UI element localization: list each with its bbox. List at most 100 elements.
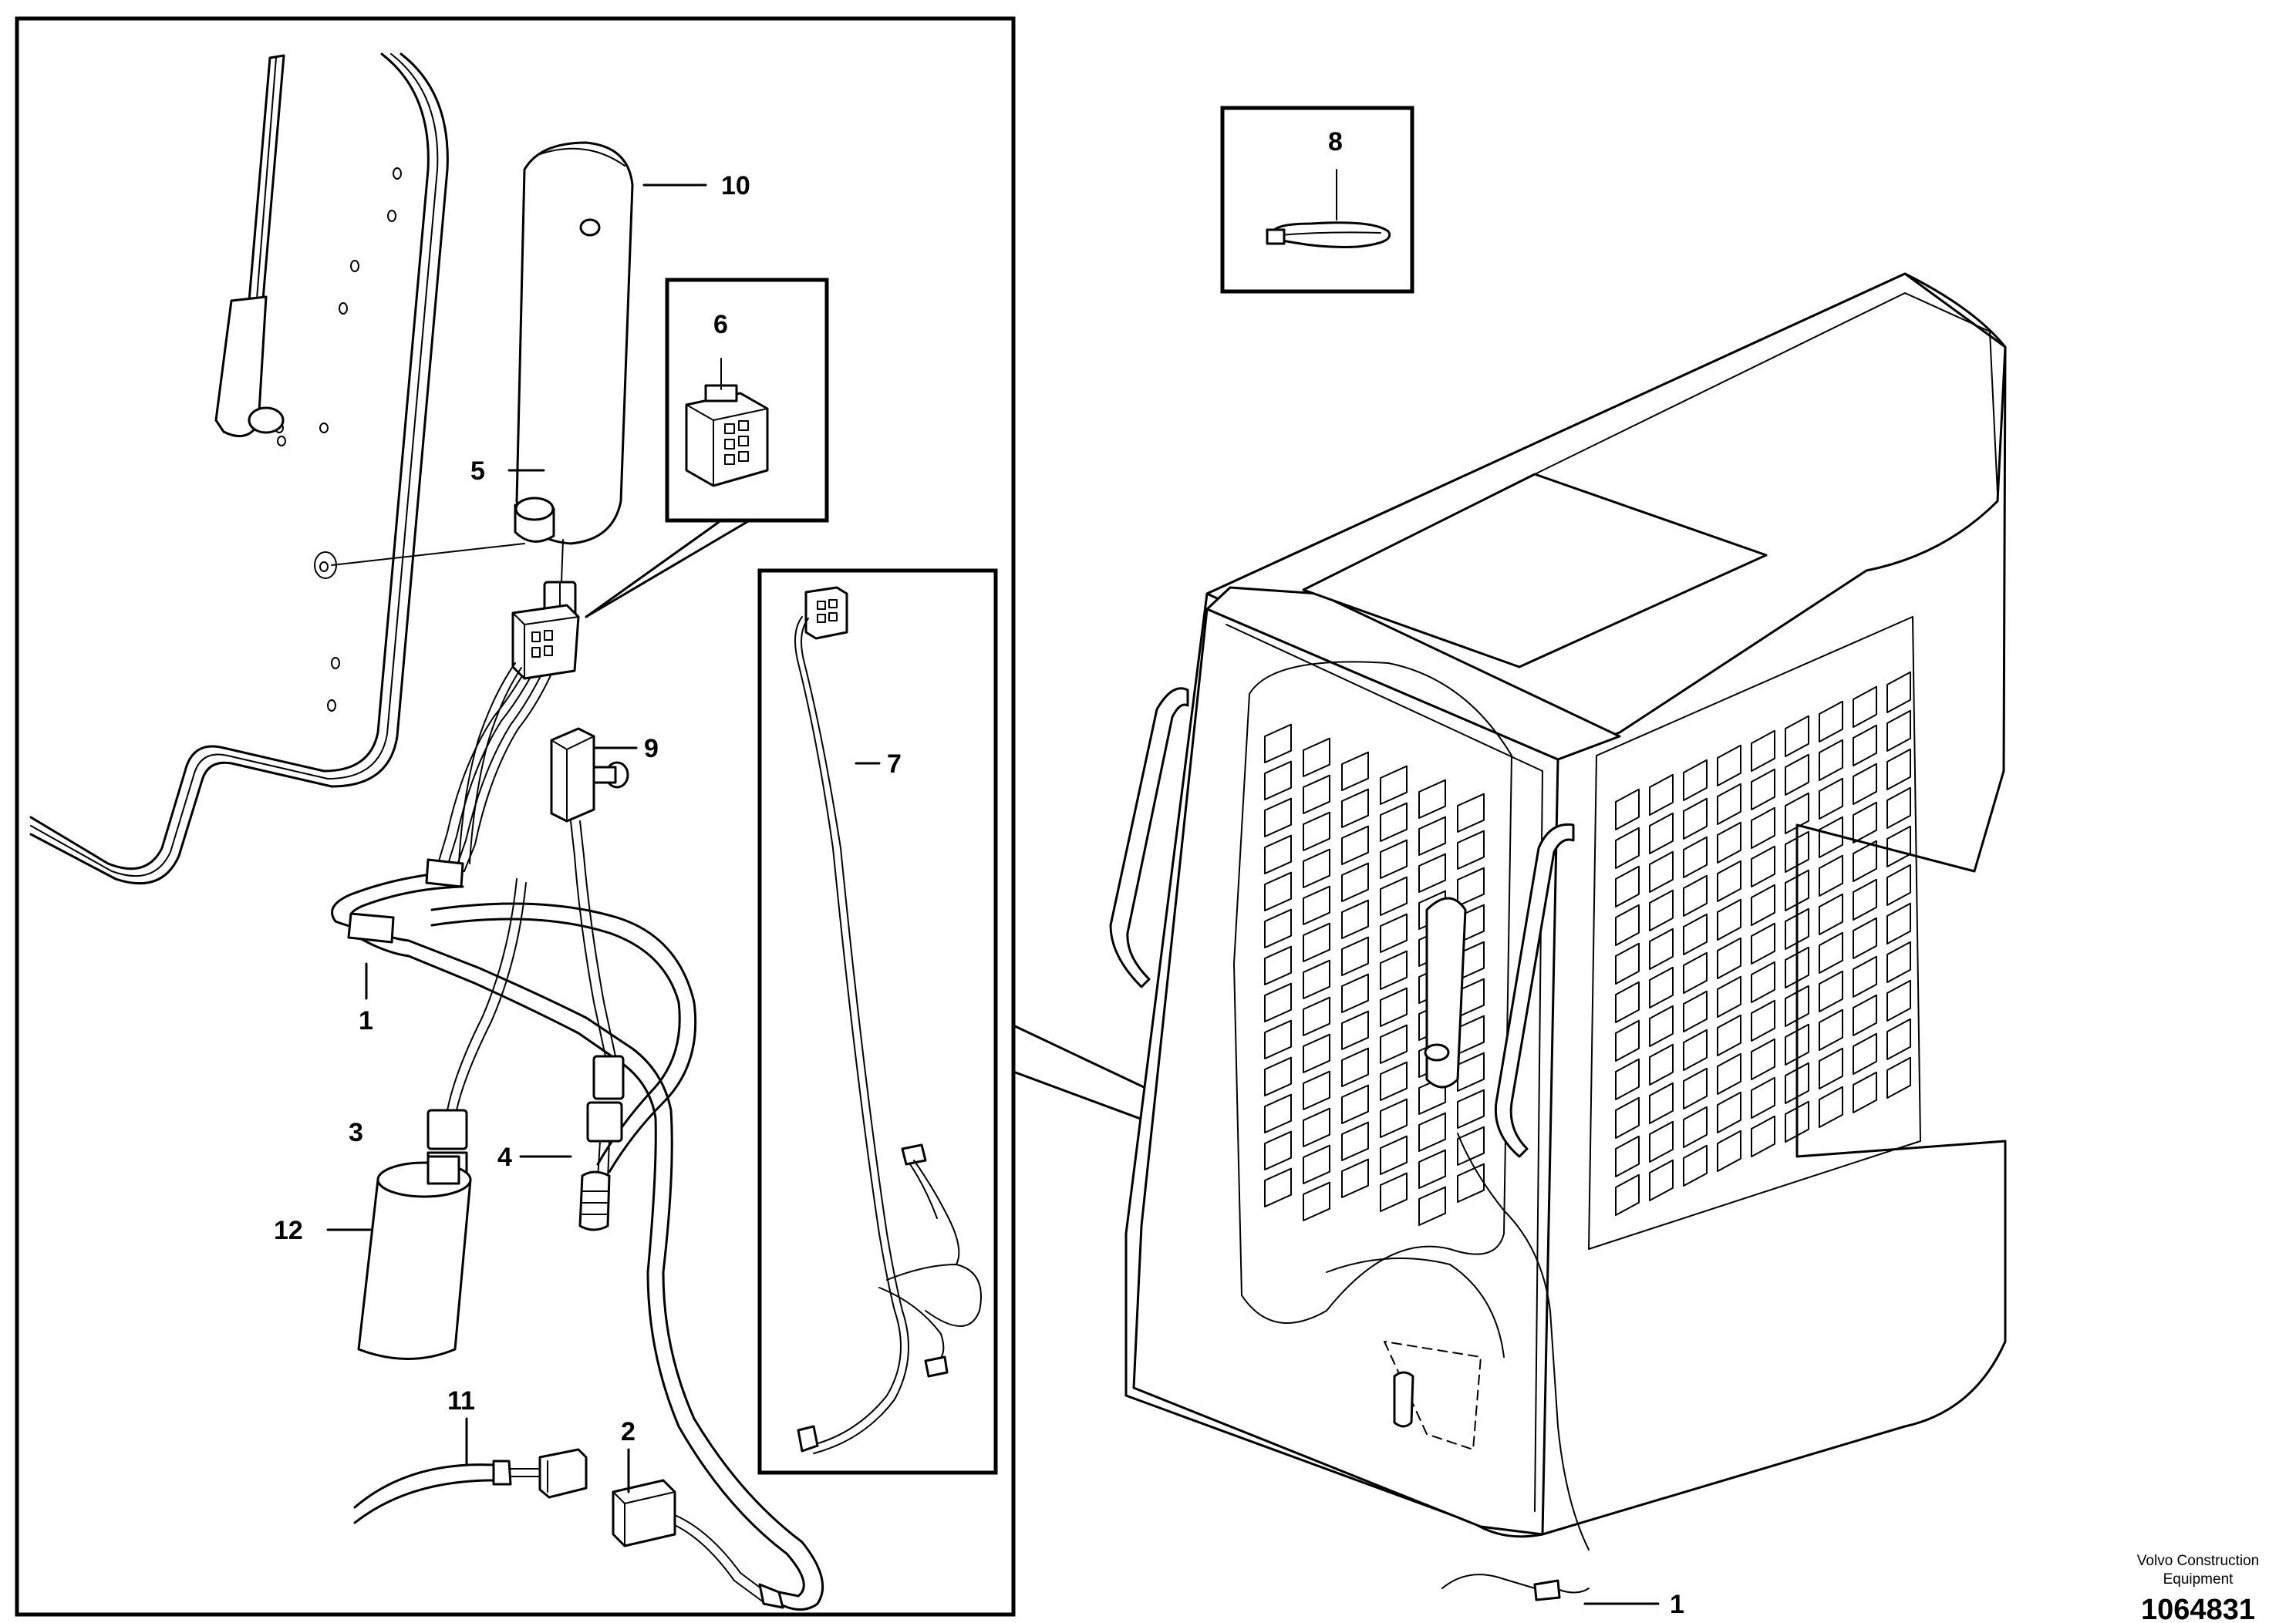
grille-cell — [1615, 1173, 1640, 1216]
grille-cell — [1819, 854, 1843, 897]
grille-cell — [1717, 975, 1741, 1018]
grille-cell — [1649, 850, 1674, 893]
grille-cell — [1819, 931, 1843, 974]
grille-cell — [1457, 1126, 1485, 1166]
grille-cell — [1303, 1033, 1330, 1073]
grille-cell — [1418, 779, 1446, 819]
inset-cable-tie-8 — [1220, 106, 1414, 294]
grille-cell — [1341, 862, 1369, 902]
grille-cell — [1341, 1010, 1369, 1050]
grille-cell — [1717, 860, 1741, 902]
grille-cell — [1853, 685, 1877, 728]
grille-cell — [1886, 902, 1911, 945]
company-name-line2: Equipment — [2163, 1571, 2234, 1588]
grille-cell — [1649, 1120, 1674, 1163]
callout-labels: 10 5 6 9 7 1 4 3 12 11 2 8 1 — [274, 127, 1684, 1619]
grille-cell — [1717, 937, 1741, 979]
grille-cell — [1303, 1107, 1330, 1147]
grille-cell — [1751, 884, 1775, 926]
grille-cell — [1341, 936, 1369, 976]
wiper-motor — [514, 141, 634, 583]
grille-cell — [1380, 1172, 1408, 1212]
grille-cell — [1615, 981, 1640, 1023]
grille-cell — [1341, 751, 1369, 791]
grille-cell — [1785, 1100, 1809, 1143]
grille-cell — [1785, 792, 1809, 834]
callout-12: 12 — [274, 1216, 303, 1245]
grille-cell — [1717, 744, 1741, 786]
grille-cell — [1819, 970, 1843, 1012]
grille-cell — [1303, 885, 1330, 925]
capacitor-wires — [447, 878, 527, 1111]
grille-cell — [1751, 845, 1775, 887]
callout-10: 10 — [721, 171, 750, 200]
grille-cell — [1717, 821, 1741, 864]
grille-cell — [1649, 812, 1674, 854]
grille-cell — [1751, 768, 1775, 810]
grille-cell — [1751, 1076, 1775, 1119]
grille-cell — [1683, 951, 1708, 994]
grille-cell — [1303, 1070, 1330, 1110]
grille-cell — [1819, 893, 1843, 935]
grille-cell — [1886, 709, 1911, 752]
grille-cell — [1649, 928, 1674, 970]
grille-cell — [1341, 825, 1369, 865]
grille-cell — [1853, 724, 1877, 766]
grille-cell — [1717, 1052, 1741, 1095]
grille-cell — [1683, 797, 1708, 840]
grille-cell — [1264, 1167, 1292, 1207]
grille-cell — [1264, 760, 1292, 800]
grille-cell — [1683, 836, 1708, 878]
grille-cell — [1649, 1043, 1674, 1086]
grille-cell — [1341, 1047, 1369, 1087]
grille-cell — [1418, 1186, 1446, 1226]
cab-illustration — [1109, 272, 2007, 1601]
grille-cell — [1785, 869, 1809, 911]
grille-cell — [1886, 748, 1911, 790]
grille-cell — [1264, 982, 1292, 1022]
harness-connector — [458, 604, 580, 864]
drawing-footer: Volvo Construction Equipment 1064831 — [2137, 1553, 2259, 1623]
grille-cell — [1819, 1086, 1843, 1128]
drawing-number: 1064831 — [2141, 1594, 2255, 1623]
grille-cell — [1615, 1058, 1640, 1100]
callout-4: 4 — [497, 1143, 512, 1172]
grille-cell — [1457, 793, 1485, 833]
grille-cell — [1717, 1091, 1741, 1133]
grille-cell — [1819, 700, 1843, 742]
capacitor — [357, 1109, 472, 1360]
grille-cell — [1380, 802, 1408, 842]
grille-cell — [1683, 1029, 1708, 1071]
grille-cell — [1380, 765, 1408, 805]
grille-cell — [1303, 737, 1330, 777]
company-name-line1: Volvo Construction — [2137, 1553, 2259, 1569]
callout-9: 9 — [644, 734, 659, 763]
grille-cell — [1303, 959, 1330, 999]
grille-cell — [1819, 739, 1843, 781]
grille-cell — [1751, 922, 1775, 965]
grille-cell — [1853, 763, 1877, 805]
grille-cell — [1457, 867, 1485, 907]
grille-cell — [1785, 830, 1809, 873]
grille-cell — [1303, 1144, 1330, 1184]
grille-cell — [1683, 1106, 1708, 1148]
grille-cell — [1819, 777, 1843, 820]
grille-cell — [1649, 1082, 1674, 1124]
grille-cell — [1683, 913, 1708, 955]
grille-cell — [1751, 961, 1775, 1003]
callout-2: 2 — [621, 1417, 636, 1446]
grille-cell — [1380, 987, 1408, 1027]
grille-cell — [1341, 1084, 1369, 1124]
grille-cell — [1683, 990, 1708, 1032]
grille-cell — [1819, 1008, 1843, 1051]
grille-cell — [1457, 1052, 1485, 1092]
callout-7: 7 — [887, 749, 902, 779]
wiper-arm — [214, 54, 525, 566]
grille-cell — [1819, 816, 1843, 858]
grille-cell — [1649, 773, 1674, 816]
inset-harness-7 — [757, 568, 1390, 1475]
grille-cell — [1303, 811, 1330, 851]
callout-3: 3 — [349, 1118, 363, 1147]
grille-cell — [1886, 671, 1911, 713]
